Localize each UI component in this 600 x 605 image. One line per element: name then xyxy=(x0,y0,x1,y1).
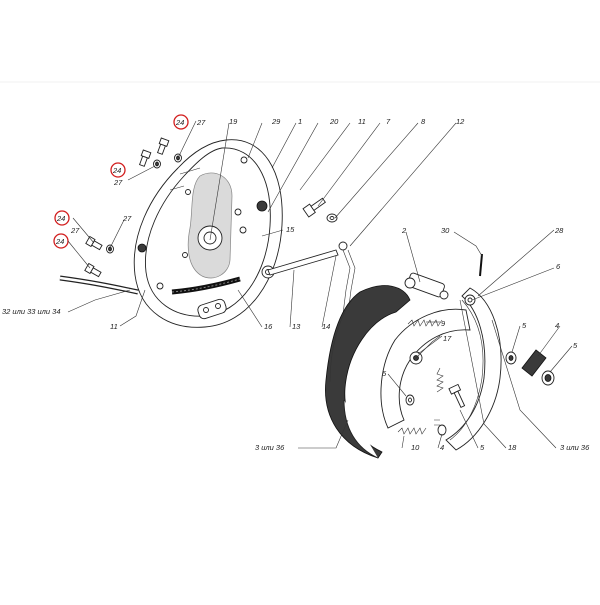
callout-15: 15 xyxy=(286,225,295,234)
callout-5-b: 5 xyxy=(573,341,578,350)
callout-10: 10 xyxy=(411,443,420,452)
callout-5-d: 5 xyxy=(480,443,485,452)
callout-7: 7 xyxy=(386,117,391,126)
callout-24-a: 24 xyxy=(175,118,184,127)
callout-4-a: 4 xyxy=(555,321,559,330)
callout-5-c: 5 xyxy=(382,369,387,378)
callout-19: 19 xyxy=(229,117,238,126)
callout-8: 8 xyxy=(421,117,426,126)
callout-11-bottom: 11 xyxy=(110,322,118,331)
callout-27-d: 27 xyxy=(122,214,132,223)
brake-shoe-assembly xyxy=(325,253,502,459)
parking-brake-cable xyxy=(59,275,139,295)
callout-18: 18 xyxy=(508,443,517,452)
callout-29: 29 xyxy=(271,117,281,126)
callout-labels: 19 29 1 20 11 7 8 12 24 27 24 27 24 27 2… xyxy=(2,117,590,452)
callout-9: 9 xyxy=(441,319,446,328)
callout-24-d: 24 xyxy=(55,237,64,246)
highlight-24-b xyxy=(110,162,126,178)
callout-24-b: 24 xyxy=(112,166,121,175)
callout-27-b: 27 xyxy=(113,178,123,187)
callout-16: 16 xyxy=(264,322,273,331)
callout-13: 13 xyxy=(292,322,301,331)
callout-27-c: 27 xyxy=(70,226,80,235)
highlight-24-c xyxy=(54,210,70,226)
callout-32-33-34: 32 или 33 или 34 xyxy=(2,307,61,316)
callout-24-c: 24 xyxy=(56,214,65,223)
callout-2: 2 xyxy=(401,226,407,235)
callout-11-top: 11 xyxy=(358,117,366,126)
callout-12: 12 xyxy=(456,117,465,126)
callout-1: 1 xyxy=(298,117,302,126)
bolts-and-washers xyxy=(84,137,182,278)
backing-plate xyxy=(133,139,283,328)
callout-27-a: 27 xyxy=(196,118,206,127)
callout-6: 6 xyxy=(556,262,561,271)
callout-28: 28 xyxy=(554,226,564,235)
leader-lines xyxy=(67,120,573,449)
callout-17: 17 xyxy=(443,334,452,343)
callout-4-b: 4 xyxy=(440,443,444,452)
callout-5-a: 5 xyxy=(522,321,527,330)
callout-3-36-right: 3 или 36 xyxy=(560,443,590,452)
callout-20: 20 xyxy=(329,117,339,126)
spring-cups-and-springs xyxy=(505,349,555,386)
callout-3-36-left: 3 или 36 xyxy=(255,443,285,452)
callout-30: 30 xyxy=(441,226,450,235)
highlight-24-a xyxy=(173,114,189,130)
callout-14: 14 xyxy=(322,322,330,331)
